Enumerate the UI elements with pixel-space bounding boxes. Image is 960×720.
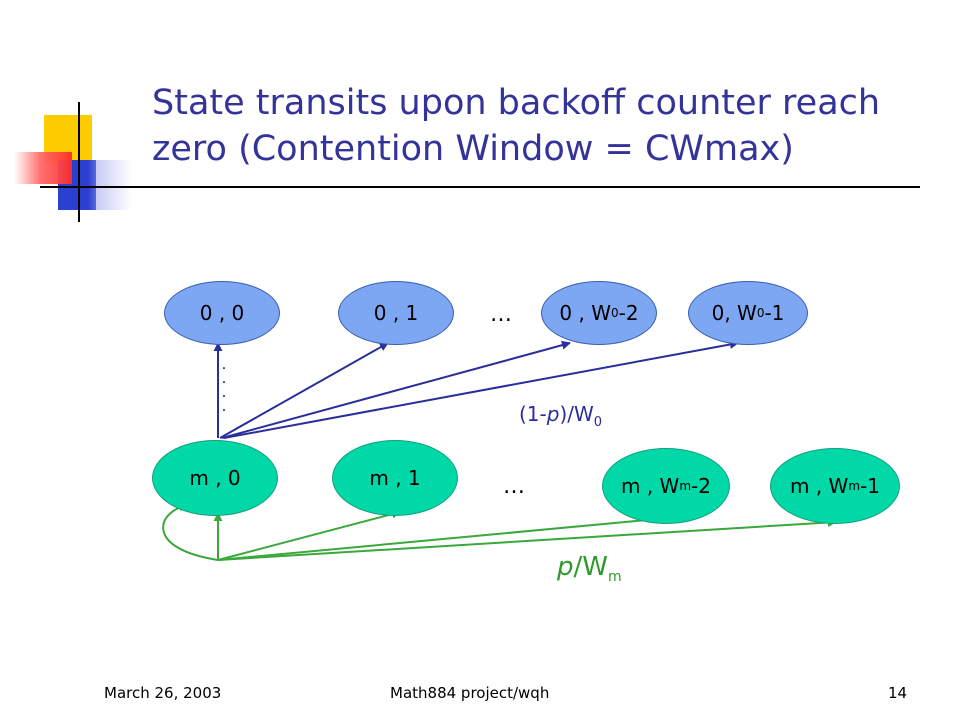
vertical-ellipsis: · · · ·	[221, 361, 227, 419]
ellipsis-top: …	[490, 302, 512, 327]
arrow-m0-to-0w2	[221, 340, 571, 439]
title-line-2: zero (Contention Window = CWmax)	[152, 129, 794, 169]
slide-title: State transits upon backoff counter reac…	[152, 80, 952, 172]
arrow-m0-to-01	[219, 342, 389, 439]
title-line-1: State transits upon backoff counter reac…	[152, 83, 881, 123]
arrow-src-to-mwm2	[217, 514, 669, 561]
arrow-src-to-m1	[217, 509, 401, 561]
arrow-m0-to-0w1	[223, 340, 739, 439]
footer-date: March 26, 2003	[104, 684, 222, 702]
state-node-m-1: m , 1	[332, 440, 458, 516]
horizontal-rule	[40, 186, 920, 188]
ellipsis-bottom: …	[503, 474, 525, 499]
state-node-m-0: m , 0	[152, 440, 278, 516]
state-node-0-1: 0 , 1	[338, 281, 454, 345]
footer-page-number: 14	[888, 684, 908, 702]
label-p-over-wm: p/Wm	[557, 552, 622, 585]
white-glow-decoration	[96, 160, 132, 210]
red-square-decoration	[14, 152, 72, 184]
state-node-0-0: 0 , 0	[164, 281, 280, 345]
vertical-rule	[78, 102, 80, 222]
footer-project: Math884 project/wqh	[390, 684, 550, 702]
arrow-src-to-mwm1	[217, 518, 837, 561]
label-1-minus-p-over-w0: (1-p)/W0	[519, 402, 603, 430]
